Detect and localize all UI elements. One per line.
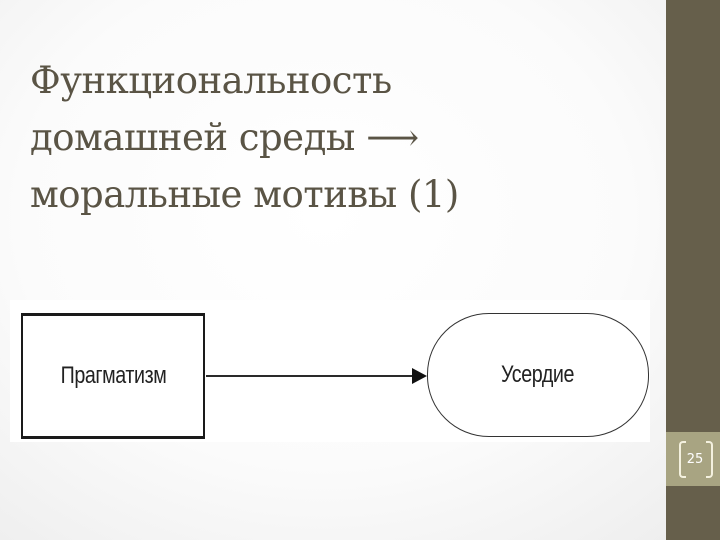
arrow-line	[206, 375, 414, 377]
arrow-head-icon	[412, 368, 427, 384]
target-node-terminator: Усердие	[427, 313, 649, 437]
page-number: 25	[686, 451, 704, 467]
source-node-label: Прагматизм	[60, 362, 166, 389]
title-line-3: моральные мотивы (1)	[30, 173, 459, 216]
source-node-box: Прагматизм	[21, 313, 205, 439]
left-bracket-icon	[679, 441, 686, 478]
slide-title: Функциональность домашней среды ⟶ мораль…	[30, 52, 650, 223]
flow-diagram: Прагматизм Усердие	[10, 300, 650, 442]
title-line-1: Функциональность	[30, 59, 392, 102]
target-node-label: Усердие	[501, 361, 575, 388]
right-bracket-icon	[706, 441, 713, 478]
title-line-2: домашней среды ⟶	[30, 116, 419, 159]
